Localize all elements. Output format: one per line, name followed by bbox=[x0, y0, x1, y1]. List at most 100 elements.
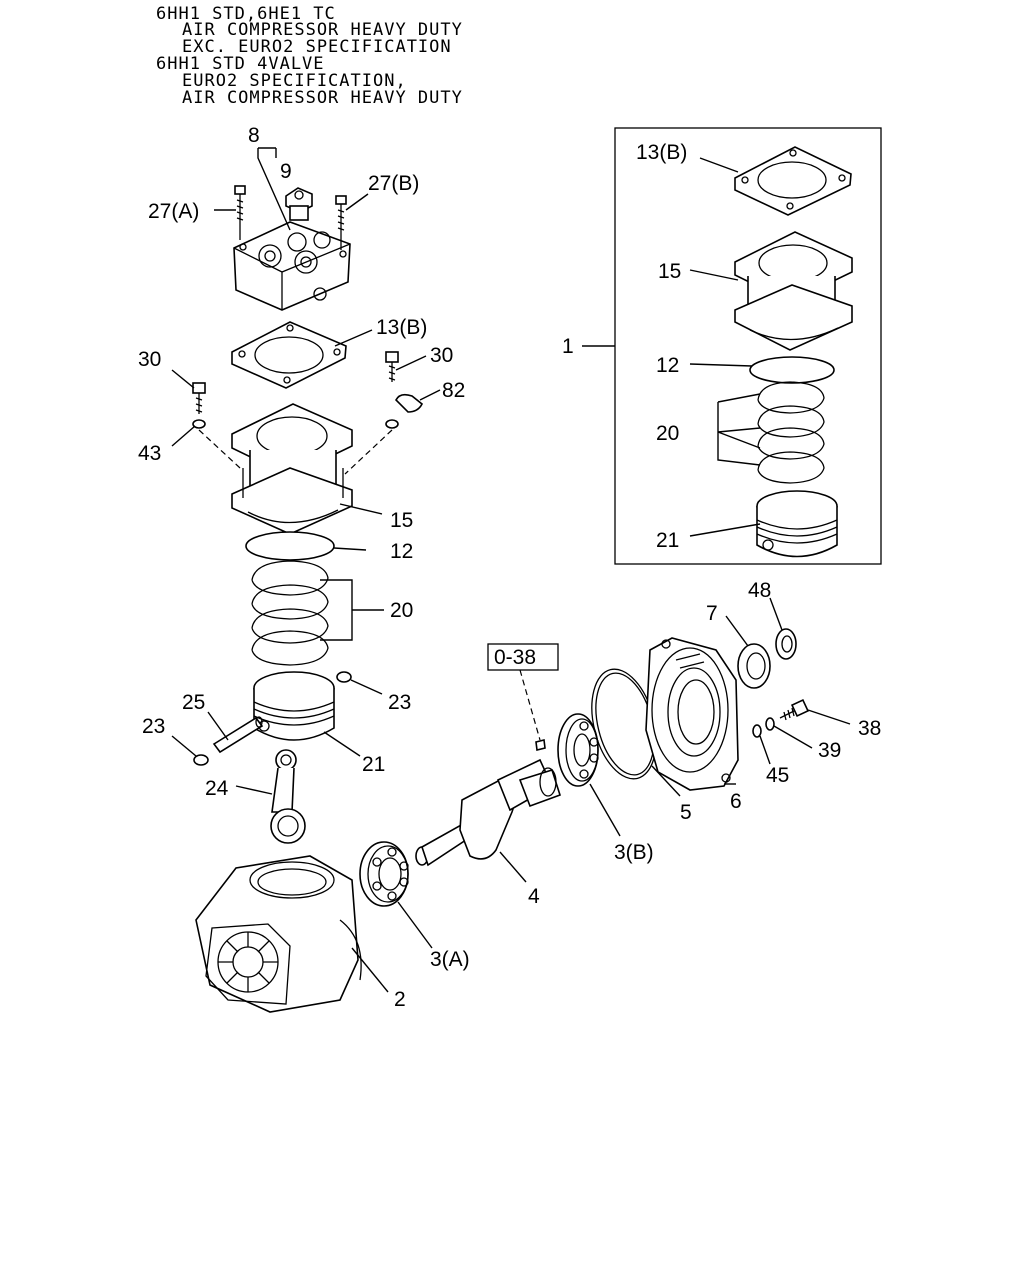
leader-30-left bbox=[171, 369, 195, 389]
kit-cylinder bbox=[734, 231, 853, 351]
leader-45 bbox=[759, 735, 771, 765]
callout-39: 39 bbox=[818, 739, 841, 762]
bolt-27a bbox=[234, 185, 246, 240]
callout-3a: 3(A) bbox=[430, 948, 470, 971]
leader-8 bbox=[257, 147, 291, 231]
leader-25 bbox=[207, 711, 229, 741]
header-line-1: 6HH1 STD,6HE1 TC bbox=[156, 4, 336, 24]
rings-20 bbox=[251, 560, 329, 666]
callout-3b: 3(B) bbox=[614, 841, 654, 864]
leader-12 bbox=[333, 547, 367, 551]
callout-1: 1 bbox=[562, 335, 574, 358]
crankshaft-4 bbox=[415, 758, 561, 867]
cylinder-15 bbox=[231, 403, 353, 535]
crankcase-2 bbox=[195, 855, 362, 1013]
leader-k21 bbox=[689, 523, 761, 537]
gasket-13b bbox=[231, 321, 347, 389]
leader-13b bbox=[334, 329, 373, 347]
leader-2 bbox=[351, 947, 389, 993]
leader-30-right bbox=[395, 355, 427, 371]
circlip-23-right bbox=[336, 671, 352, 683]
callout-4: 4 bbox=[528, 885, 540, 908]
leader-23-right bbox=[350, 679, 383, 695]
leader-21 bbox=[323, 731, 361, 757]
callout-7: 7 bbox=[706, 602, 718, 625]
leader-3b bbox=[589, 783, 621, 837]
callout-12: 12 bbox=[390, 540, 413, 563]
callout-27b: 27(B) bbox=[368, 172, 419, 195]
end-cover-6 bbox=[645, 637, 739, 791]
bolt-30-left bbox=[192, 382, 206, 414]
header-line-3: EXC. EURO2 SPECIFICATION bbox=[182, 37, 452, 57]
leader-27b bbox=[345, 193, 369, 211]
callout-23-right: 23 bbox=[388, 691, 411, 714]
header-line-2: AIR COMPRESSOR HEAVY DUTY bbox=[182, 20, 463, 40]
leader-3a bbox=[397, 901, 433, 949]
bolt-38 bbox=[779, 698, 810, 721]
washer-45 bbox=[752, 724, 762, 738]
header-line-4: 6HH1 STD 4VALVE bbox=[156, 54, 325, 74]
leader-0-38 bbox=[519, 669, 541, 741]
leader-20 bbox=[320, 579, 384, 641]
key-0-38 bbox=[535, 739, 546, 751]
callout-43: 43 bbox=[138, 442, 161, 465]
callout-2: 2 bbox=[394, 988, 406, 1011]
ring-12 bbox=[245, 531, 335, 561]
kit-callout-21: 21 bbox=[656, 529, 679, 552]
callout-15: 15 bbox=[390, 509, 413, 532]
washer-39 bbox=[765, 717, 775, 731]
piston-pin-25 bbox=[212, 716, 264, 754]
callout-6: 6 bbox=[730, 790, 742, 813]
callout-30-right: 30 bbox=[430, 344, 453, 367]
callout-9: 9 bbox=[280, 160, 292, 183]
kit-callout-15: 15 bbox=[658, 260, 681, 283]
ring-48 bbox=[775, 628, 797, 660]
callout-5: 5 bbox=[680, 801, 692, 824]
header-line-6: AIR COMPRESSOR HEAVY DUTY bbox=[182, 88, 463, 108]
callout-30-left: 30 bbox=[138, 348, 161, 371]
leader-38 bbox=[807, 709, 851, 725]
leader-15 bbox=[339, 503, 383, 515]
callout-24: 24 bbox=[205, 777, 229, 800]
callout-8: 8 bbox=[248, 124, 260, 147]
callout-23-left: 23 bbox=[142, 715, 165, 738]
callout-20: 20 bbox=[390, 599, 413, 622]
bolt-30-right bbox=[385, 351, 399, 382]
ref-box-0-38 bbox=[487, 643, 559, 671]
callout-82: 82 bbox=[442, 379, 465, 402]
leader-k12 bbox=[689, 363, 753, 367]
callout-48: 48 bbox=[748, 579, 771, 602]
leader-k13b bbox=[699, 157, 739, 173]
fitting-9 bbox=[285, 187, 313, 221]
leader-5 bbox=[651, 765, 681, 797]
bolt-27b bbox=[335, 195, 347, 250]
cylinder-head bbox=[233, 221, 351, 311]
bearing-3b bbox=[557, 713, 599, 787]
leader-24 bbox=[235, 785, 273, 795]
kit-callout-13b: 13(B) bbox=[636, 141, 687, 164]
kit-piston bbox=[756, 490, 838, 558]
kit-rings-20 bbox=[757, 381, 825, 484]
kit-gasket bbox=[734, 146, 852, 216]
leader-k15 bbox=[689, 269, 739, 281]
leader-k20 bbox=[717, 393, 761, 466]
seal-7 bbox=[737, 643, 771, 689]
piston-21 bbox=[253, 671, 335, 741]
leader-4 bbox=[499, 851, 527, 883]
kit-callout-12: 12 bbox=[656, 354, 679, 377]
connecting-rod-24 bbox=[270, 749, 306, 844]
leader-23-left bbox=[171, 735, 197, 757]
callout-38: 38 bbox=[858, 717, 881, 740]
callout-45: 45 bbox=[766, 764, 789, 787]
leader-39 bbox=[773, 725, 813, 749]
callout-27a: 27(A) bbox=[148, 200, 199, 223]
leader-7 bbox=[725, 615, 749, 647]
leader-43 bbox=[171, 425, 196, 447]
clip-82 bbox=[385, 393, 424, 429]
callout-25: 25 bbox=[182, 691, 205, 714]
leader-82 bbox=[419, 389, 441, 401]
kit-ring-12 bbox=[749, 356, 835, 384]
header-line-5: EURO2 SPECIFICATION, bbox=[182, 71, 407, 91]
bearing-3a bbox=[359, 841, 409, 907]
